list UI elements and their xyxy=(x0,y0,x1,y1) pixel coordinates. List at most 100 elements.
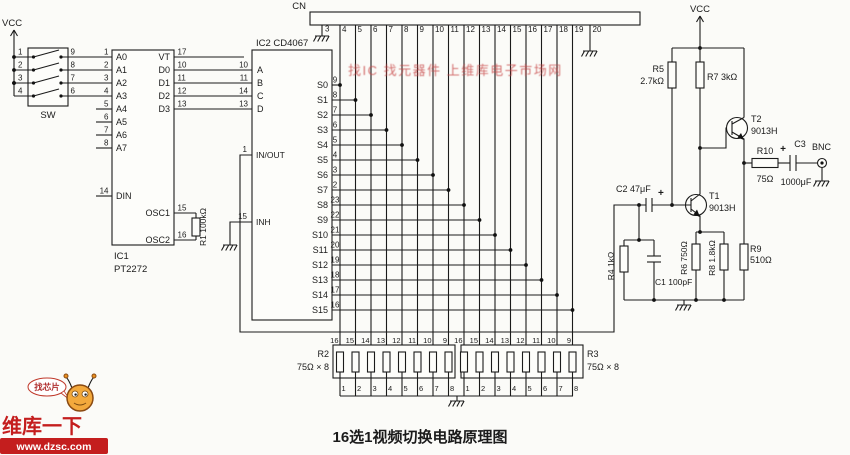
network-pin-number: 9 xyxy=(567,336,571,345)
watermark-slogan: 维库一下 xyxy=(2,414,82,438)
ic1-body xyxy=(111,49,175,246)
sw-pin-number: 1 xyxy=(18,48,23,57)
t1-part: 9013H xyxy=(709,203,736,213)
network-pin-number: 6 xyxy=(419,384,423,393)
mascot-head xyxy=(66,384,94,412)
network-resistor xyxy=(428,351,438,373)
t1-name: T1 xyxy=(709,191,720,201)
switch-contact xyxy=(59,68,63,72)
ic1-pin-label: DIN xyxy=(116,191,132,201)
cn-pin-number: 5 xyxy=(358,25,363,34)
r10-body xyxy=(751,157,779,169)
sw-pin-number: 6 xyxy=(71,87,76,96)
network-resistor xyxy=(568,351,577,373)
r3-value: 75Ω × 8 xyxy=(587,362,619,372)
ic1-pin-number: 8 xyxy=(104,139,109,148)
junction-dot xyxy=(477,218,482,222)
junction-dot xyxy=(431,173,435,177)
network-pin-number: 8 xyxy=(574,384,578,393)
sw-pin-number: 3 xyxy=(18,74,23,83)
ic2-pin-number: 16 xyxy=(331,301,340,310)
ic2-pin-number: 2 xyxy=(333,181,338,190)
s-output-label: S13 xyxy=(312,275,328,285)
cn-pin-number: 14 xyxy=(497,25,506,34)
switch-lever xyxy=(33,62,60,71)
speech-bubble xyxy=(27,377,67,397)
network-pin-number: 10 xyxy=(423,336,431,345)
cn-pin-number: 9 xyxy=(420,25,425,34)
network-pin-number: 14 xyxy=(485,336,493,345)
junction-dot xyxy=(353,98,358,102)
s-output-label: S1 xyxy=(317,95,328,105)
ic1-pin-number: 1 xyxy=(104,48,109,57)
junction-dot xyxy=(384,128,389,132)
ic2-pin-number: 11 xyxy=(240,74,249,83)
ic2-pin-number: 5 xyxy=(333,136,338,145)
s-output-label: S7 xyxy=(317,185,328,195)
network-pin-number: 9 xyxy=(443,336,447,345)
vcc-left-label: VCC xyxy=(2,18,22,29)
mascot-antenna-right xyxy=(87,376,95,389)
ic1-pin-number: 4 xyxy=(104,87,109,96)
ic2-pin-number: 21 xyxy=(331,226,340,235)
wire xyxy=(731,131,745,163)
network-pin-number: 15 xyxy=(346,336,354,345)
ic2-pin-number: 8 xyxy=(333,91,338,100)
mascot-antenna-tip xyxy=(63,373,69,379)
s-output-label: S10 xyxy=(312,230,328,240)
t2-name: T2 xyxy=(751,114,762,124)
network-resistor xyxy=(382,351,391,373)
junction-dot xyxy=(694,298,698,302)
r9-name: R9 xyxy=(750,244,762,254)
ic1-pin-label: A4 xyxy=(116,104,127,114)
network-pin-number: 11 xyxy=(408,336,416,345)
ic2-pin-number: 4 xyxy=(333,151,338,160)
ic2-pin-number: 20 xyxy=(331,241,340,250)
vcc-arrow xyxy=(696,15,704,23)
network-resistor xyxy=(475,351,484,373)
network-pin-number: 13 xyxy=(377,336,385,345)
ic1-pin-label: VT xyxy=(158,52,170,62)
ic2-inout-pin: 1 xyxy=(243,145,248,154)
network-resistor xyxy=(366,351,376,373)
junction-dot xyxy=(555,293,559,297)
cn-label: CN xyxy=(292,1,306,12)
ic1-pin-number: 17 xyxy=(178,48,187,57)
ic2-inh-label: INH xyxy=(256,217,271,227)
network-resistor xyxy=(444,351,453,373)
r10-name: R10 xyxy=(757,146,774,156)
bnc-pin xyxy=(820,161,824,165)
mascot-pupil xyxy=(84,393,87,396)
vcc-right-label: VCC xyxy=(690,4,710,15)
cn-pin-number: 7 xyxy=(389,25,394,34)
network-pin-number: 15 xyxy=(470,336,478,345)
ic2-pin-label: B xyxy=(257,78,263,88)
junction-dot xyxy=(524,263,528,267)
junction-dot xyxy=(446,188,451,192)
wire xyxy=(731,117,745,125)
ic1-pin-label: A1 xyxy=(116,65,127,75)
mascot-antenna-tip xyxy=(91,373,97,379)
junction-dot xyxy=(12,68,16,72)
ic2-pin-number: 7 xyxy=(333,106,338,115)
s-output-label: S11 xyxy=(313,245,328,255)
r1-label: R1 100kΩ xyxy=(198,208,208,246)
r5-body xyxy=(667,61,677,89)
watermark-url: www.dzsc.com xyxy=(16,441,92,453)
s-output-label: S12 xyxy=(312,260,328,270)
ic1-pin-label: A2 xyxy=(116,78,127,88)
junction-dot xyxy=(415,158,420,162)
switch-lever xyxy=(33,49,60,58)
network-pin-number: 1 xyxy=(466,384,470,393)
bubble-text: 找芯片 xyxy=(34,382,60,392)
ic1-pin-number: 5 xyxy=(104,100,109,109)
network-resistor xyxy=(351,351,360,373)
schematic-title: 16选1视频切换电路原理图 xyxy=(332,428,507,446)
emitter-arrow xyxy=(737,133,744,140)
sw-pin-number: 8 xyxy=(71,61,76,70)
c3-name: C3 xyxy=(794,139,806,149)
ic2-pin-number: 22 xyxy=(331,211,340,220)
switch-contact xyxy=(59,94,63,98)
s-output-label: S14 xyxy=(312,290,328,300)
